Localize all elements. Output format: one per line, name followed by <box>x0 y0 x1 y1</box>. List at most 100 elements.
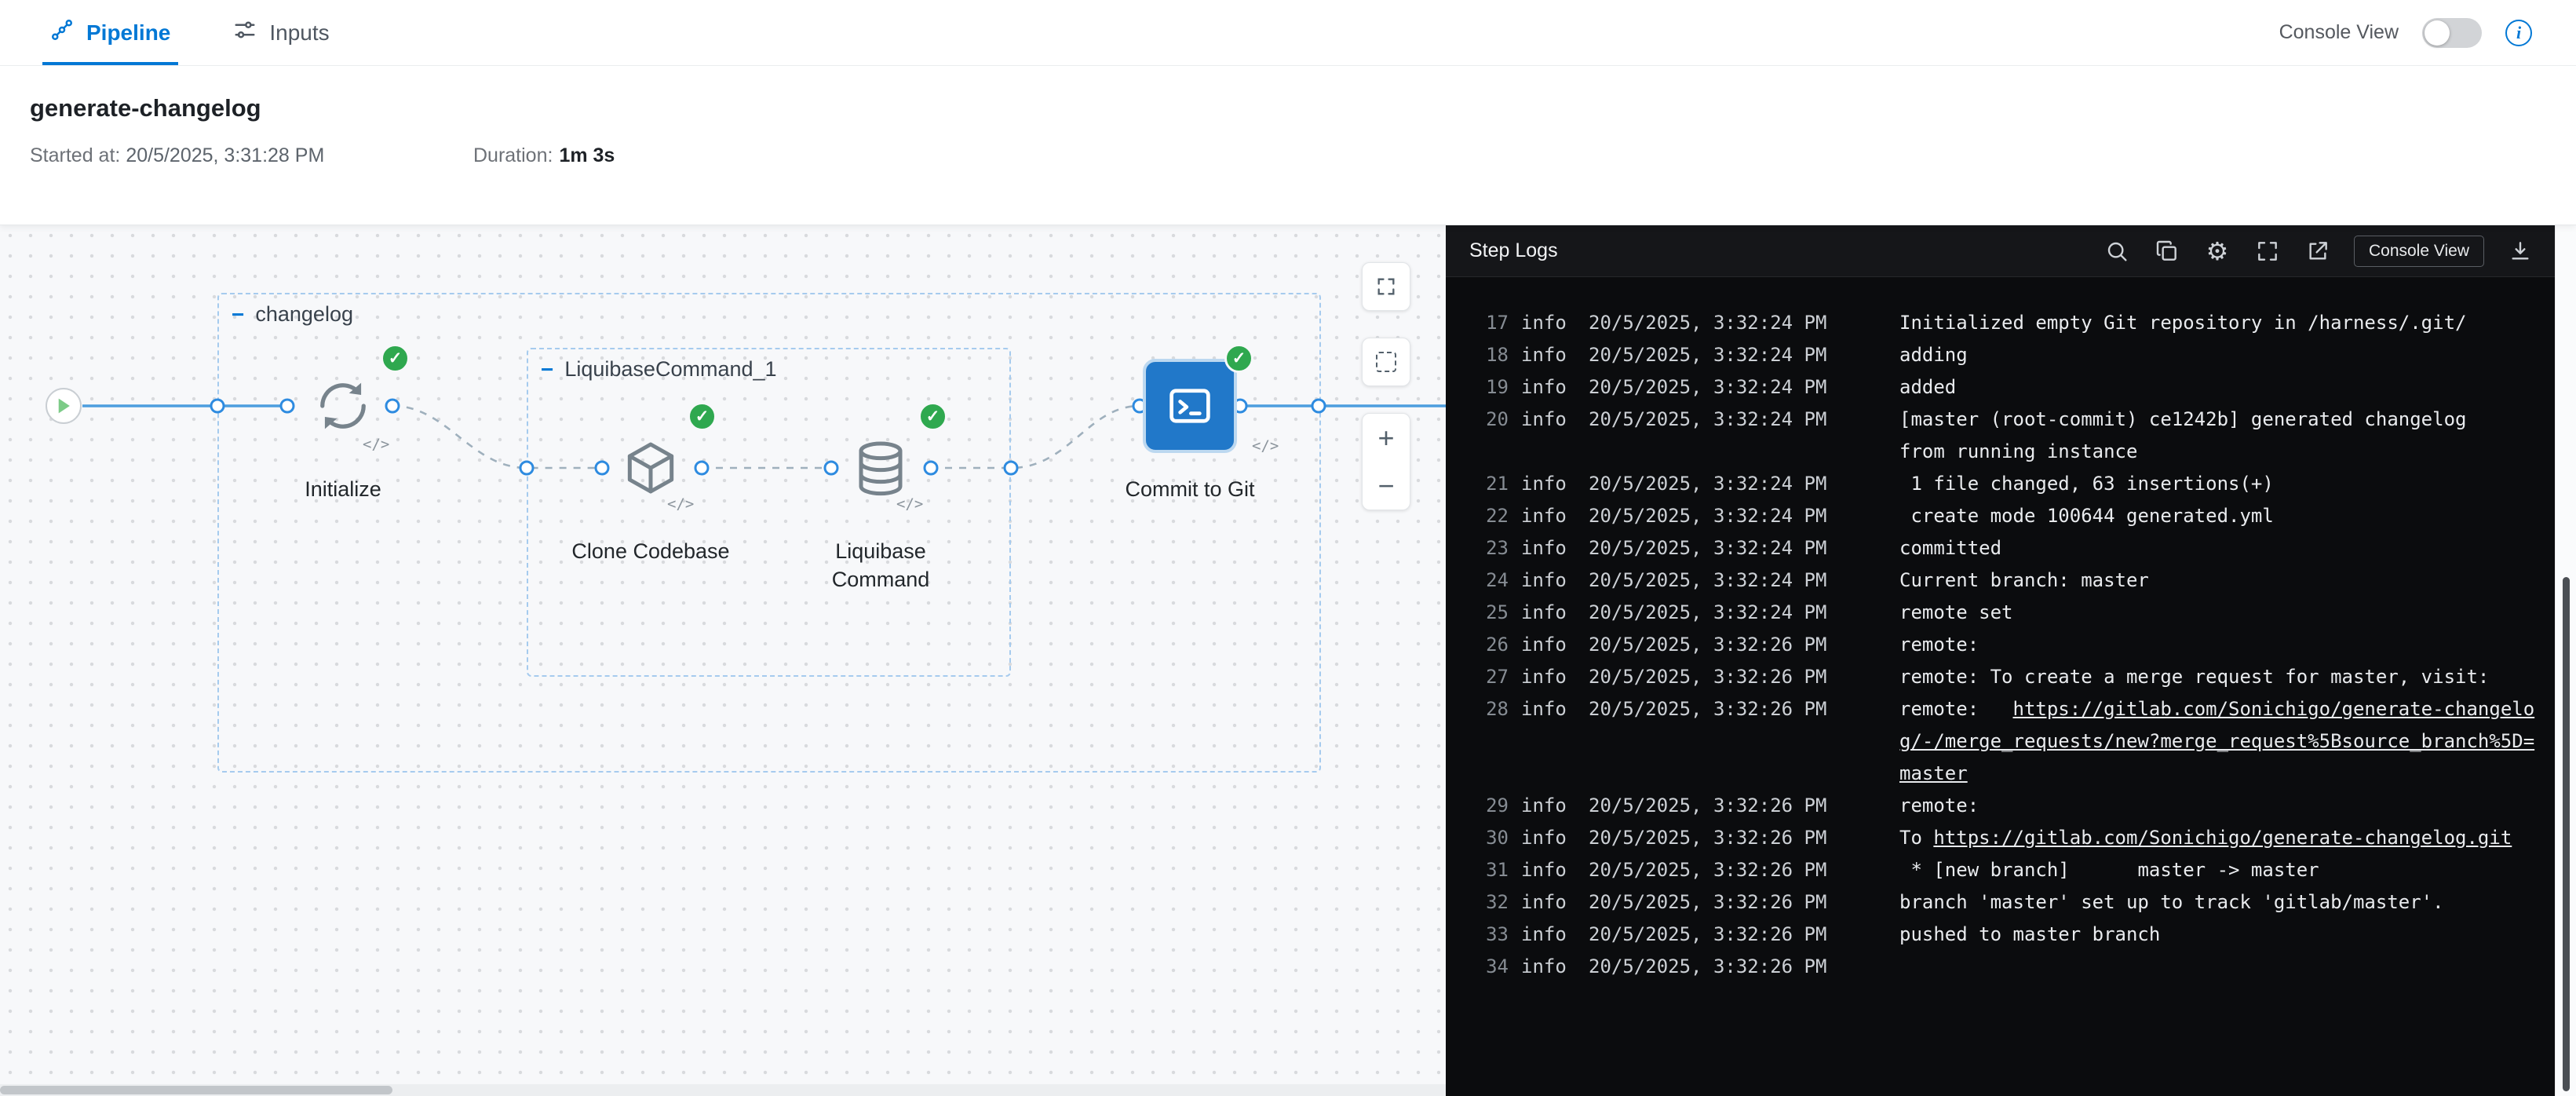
log-line-number: 22 <box>1486 505 1509 527</box>
run-header: generate-changelog Started at: 20/5/2025… <box>0 66 2576 225</box>
connector-port[interactable] <box>1311 398 1326 414</box>
step-commit-to-git[interactable] <box>1143 359 1237 453</box>
log-level: info <box>1521 955 1567 977</box>
canvas-select-button[interactable] <box>1362 338 1410 386</box>
step-clone-codebase[interactable] <box>611 429 690 507</box>
connector-layer <box>82 398 1446 476</box>
log-timestamp: 20/5/2025, 3:32:24 PM <box>1589 601 1827 623</box>
download-icon <box>2512 241 2529 260</box>
log-timestamp: 20/5/2025, 3:32:26 PM <box>1589 666 1827 688</box>
log-message: branch 'master' set up to track 'gitlab/… <box>1899 891 2444 913</box>
scrollbar-thumb[interactable] <box>2563 577 2570 1091</box>
log-level: info <box>1521 569 1567 591</box>
log-message: Initialized empty Git repository in /har… <box>1899 312 2467 334</box>
console-view-button[interactable]: Console View <box>2353 235 2484 267</box>
search-icon <box>2107 242 2127 261</box>
connector-port[interactable] <box>594 460 610 476</box>
log-message: adding <box>1899 344 1968 366</box>
code-glyph: </> <box>667 495 695 513</box>
zoom-out-button[interactable]: − <box>1377 469 1395 502</box>
connector-port[interactable] <box>694 460 710 476</box>
log-timestamp: 20/5/2025, 3:32:24 PM <box>1589 505 1827 527</box>
step-logs-title: Step Logs <box>1469 239 1558 261</box>
connector-port[interactable] <box>519 460 535 476</box>
log-fullscreen-button[interactable] <box>2253 237 2282 265</box>
log-link[interactable]: https://gitlab.com/Sonichigo/generate-ch… <box>1899 698 2535 784</box>
log-line-number: 32 <box>1486 891 1509 913</box>
step-label-commit-to-git[interactable]: Commit to Git <box>1125 477 1255 501</box>
log-level: info <box>1521 505 1567 527</box>
log-timestamp: 20/5/2025, 3:32:24 PM <box>1589 473 1827 495</box>
duration-label: Duration: <box>473 144 553 166</box>
stage-label-row: − changelog <box>232 302 353 327</box>
tab-inputs-label: Inputs <box>269 20 330 45</box>
connector-port[interactable] <box>279 398 295 414</box>
log-line-number: 23 <box>1486 537 1509 559</box>
log-line-number: 31 <box>1486 859 1509 881</box>
log-line-number: 30 <box>1486 827 1509 849</box>
log-message-text: remote: <box>1899 698 2013 720</box>
connector-line <box>931 404 1140 469</box>
log-message: 1 file changed, 63 insertions(+) <box>1899 473 2274 495</box>
log-vertical-scrollbar[interactable] <box>2555 225 2576 1096</box>
log-copy-button[interactable] <box>2153 237 2181 265</box>
connector-port[interactable] <box>385 398 400 414</box>
connector-line <box>392 404 602 469</box>
tab-pipeline[interactable]: Pipeline <box>42 0 179 65</box>
log-message: remote: https://gitlab.com/Sonichigo/gen… <box>1899 693 2536 790</box>
step-label-clone-codebase[interactable]: Clone Codebase <box>571 539 730 563</box>
toggle-knob <box>2425 20 2450 46</box>
scrollbar-thumb[interactable] <box>0 1086 392 1094</box>
log-line-number: 24 <box>1486 569 1509 591</box>
log-message: Current branch: master <box>1899 569 2149 591</box>
step-liquibase-command[interactable] <box>841 429 920 507</box>
log-level: info <box>1521 827 1567 849</box>
connector-port[interactable] <box>1003 460 1019 476</box>
log-line-number: 33 <box>1486 923 1509 945</box>
external-link-icon <box>2309 241 2327 260</box>
canvas-horizontal-scrollbar[interactable] <box>0 1084 1446 1096</box>
pipeline-icon <box>50 18 74 47</box>
connector-port[interactable] <box>823 460 839 476</box>
connector-port[interactable] <box>923 460 939 476</box>
zoom-in-button[interactable]: + <box>1377 421 1395 454</box>
log-message: added <box>1899 376 1957 398</box>
info-icon[interactable]: i <box>2505 19 2532 46</box>
canvas-fullscreen-button[interactable] <box>1362 262 1410 311</box>
play-icon <box>58 398 70 414</box>
console-view-toggle[interactable] <box>2422 17 2482 48</box>
step-initialize[interactable] <box>304 367 382 445</box>
tab-inputs[interactable]: Inputs <box>233 0 330 65</box>
expand-icon <box>1377 278 1395 295</box>
step-label-liquibase-command[interactable]: Liquibase Command <box>831 539 930 591</box>
log-download-button[interactable] <box>2506 237 2534 265</box>
database-icon <box>859 441 903 496</box>
pipeline-start-node[interactable] <box>46 388 82 424</box>
log-link[interactable]: https://gitlab.com/Sonichigo/generate-ch… <box>1933 827 2512 849</box>
log-line-number: 27 <box>1486 666 1509 688</box>
log-message: remote: <box>1899 795 1979 817</box>
step-label-initialize[interactable]: Initialize <box>305 477 381 501</box>
connector-port[interactable] <box>210 398 225 414</box>
run-meta: Started at: 20/5/2025, 3:31:28 PM Durati… <box>30 144 2576 167</box>
collapse-group-icon[interactable]: − <box>541 356 554 382</box>
log-message: create mode 100644 generated.yml <box>1899 505 2274 527</box>
log-timestamp: 20/5/2025, 3:32:26 PM <box>1589 859 1827 881</box>
log-settings-button[interactable]: ⚙ <box>2203 237 2231 265</box>
pipeline-canvas[interactable]: − changelog − LiquibaseCommand_1 <box>0 225 1446 1096</box>
log-timestamp: 20/5/2025, 3:32:24 PM <box>1589 344 1827 366</box>
log-search-button[interactable] <box>2103 237 2131 265</box>
stepgroup-liquibase-box[interactable]: − LiquibaseCommand_1 <box>527 348 1011 677</box>
stage-changelog-box[interactable]: − changelog <box>217 293 1321 773</box>
log-open-external-button[interactable] <box>2304 237 2332 265</box>
collapse-stage-icon[interactable]: − <box>232 301 245 327</box>
log-message: To https://gitlab.com/Sonichigo/generate… <box>1899 822 2536 854</box>
